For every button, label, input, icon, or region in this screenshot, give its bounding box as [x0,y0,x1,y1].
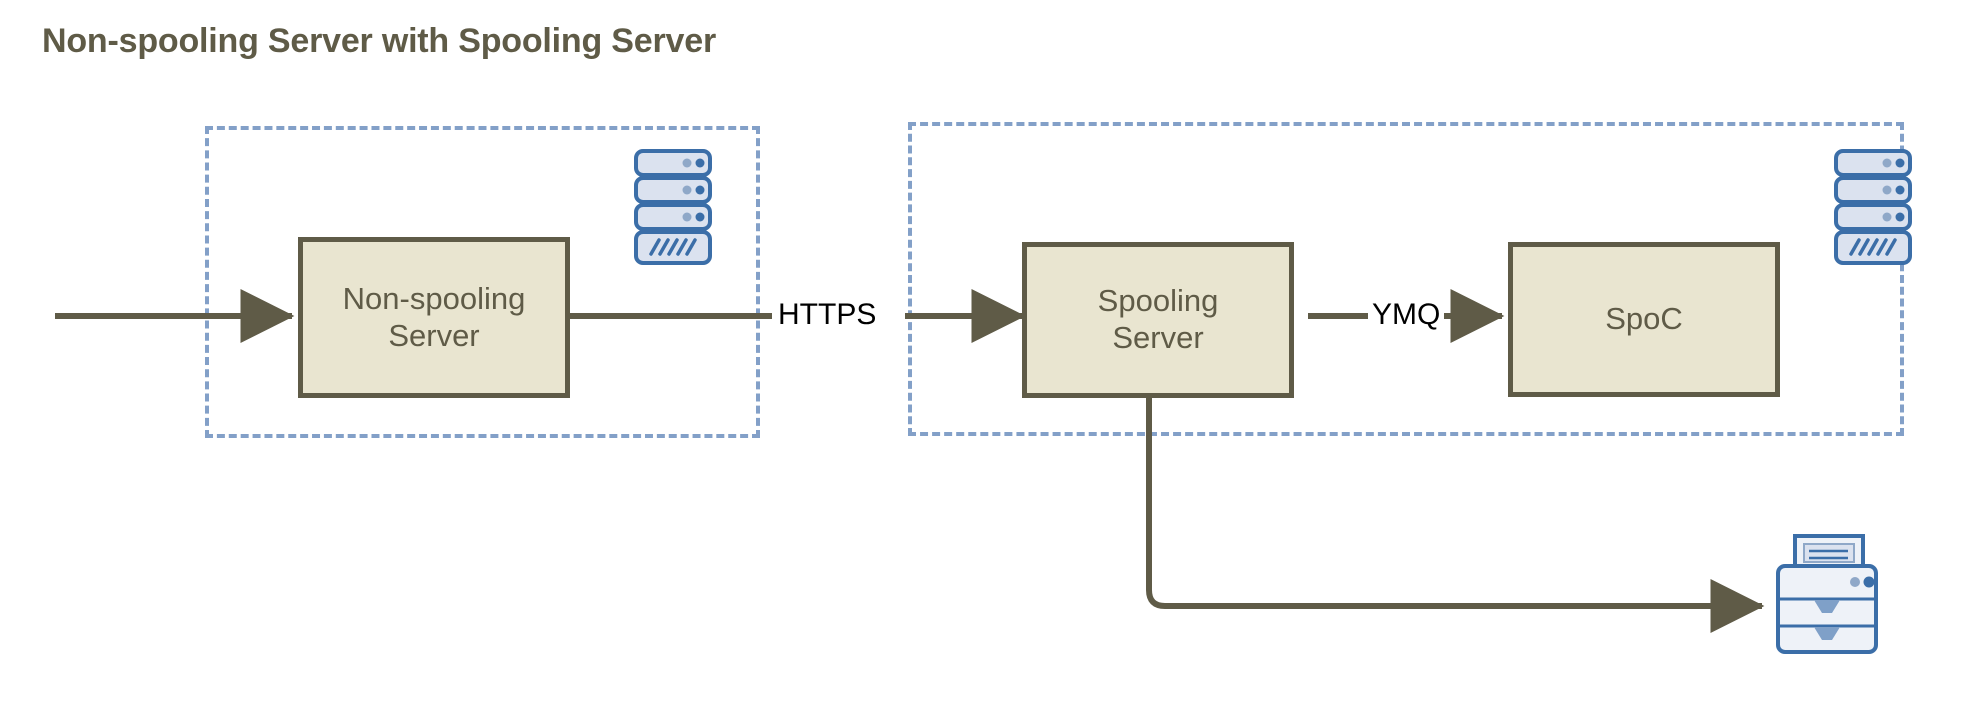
edge-label-ymq: YMQ [1368,298,1445,332]
zone-spooling-boundary [908,122,1904,436]
node-non-spooling-server[interactable]: Non-spooling Server [298,237,570,398]
node-non-spooling-server-line1: Non-spooling [342,280,526,316]
zone-non-spooling-boundary [205,126,760,438]
server-rack-icon [1833,148,1913,266]
node-spooling-server-line1: Spooling [1097,283,1219,319]
node-spoc[interactable]: SpoC [1508,242,1780,397]
page-title: Non-spooling Server with Spooling Server [42,22,716,60]
printer-icon [1762,533,1880,655]
node-spoc-label: SpoC [1605,301,1683,337]
wire-spooling-to-printer [1146,398,1765,633]
node-non-spooling-server-line2: Server [388,317,480,353]
node-spooling-server[interactable]: Spooling Server [1022,242,1294,398]
node-spooling-server-line2: Server [1112,320,1204,355]
edge-label-https: HTTPS [774,298,881,332]
server-rack-icon [633,148,713,266]
